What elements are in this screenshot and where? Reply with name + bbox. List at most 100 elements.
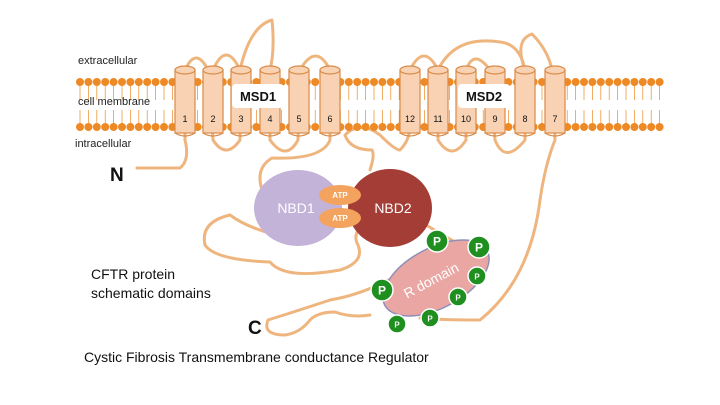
helix-number: 4 — [267, 114, 272, 124]
lipid-head — [538, 78, 546, 86]
helix: 8 — [514, 65, 536, 137]
nbd2-label: NBD2 — [374, 200, 412, 216]
helix: 2 — [202, 65, 224, 137]
lipid-head — [504, 78, 513, 86]
phosphate-site: P — [370, 278, 394, 302]
n-terminus-label: N — [110, 165, 124, 186]
lipid-head — [344, 123, 353, 131]
helix-number: 2 — [210, 114, 215, 124]
helix-top — [202, 65, 224, 75]
description-line1: CFTR protein — [91, 266, 175, 282]
helix-top — [288, 65, 310, 75]
lipid-head — [92, 123, 101, 131]
helix-number: 12 — [405, 114, 415, 124]
lipid-head — [361, 78, 370, 86]
lipid-head — [504, 123, 513, 131]
lipid-head — [588, 78, 597, 86]
helix: 5 — [288, 65, 310, 137]
lipid-head — [580, 123, 588, 131]
helix-bottom — [174, 132, 196, 137]
phosphate-label: P — [474, 273, 480, 282]
lipid-head — [386, 123, 395, 131]
msd1-label: MSD1 — [240, 89, 276, 104]
lipid-head — [655, 78, 664, 86]
lipid-head — [134, 123, 143, 131]
helix-top — [544, 65, 566, 75]
lipid-head — [252, 123, 261, 131]
lipid-head — [151, 123, 160, 131]
lipid-head — [571, 78, 580, 86]
lipid-head — [386, 78, 395, 86]
nbd2-domain — [348, 169, 432, 247]
lipid-head — [613, 78, 622, 86]
lipid-head — [151, 78, 160, 86]
lipid-head — [109, 78, 118, 86]
phosphate-circle — [387, 314, 407, 334]
lipid-head — [84, 78, 93, 86]
lipid-head — [370, 123, 378, 131]
helix-top — [514, 65, 536, 75]
lipid-head — [622, 78, 630, 86]
helix: 6 — [319, 65, 341, 137]
lipid-head — [630, 78, 639, 86]
lipid-head — [143, 78, 152, 86]
cell-membrane — [76, 78, 664, 131]
lipid-head — [126, 123, 135, 131]
helix-bottom — [427, 132, 449, 137]
helix-number: 8 — [522, 114, 527, 124]
lipid-head — [638, 123, 647, 131]
atp-upper — [319, 185, 361, 205]
lipid-head — [311, 78, 320, 86]
caption: Cystic Fibrosis Transmembrane conductanc… — [84, 349, 429, 365]
lipid-head — [168, 78, 177, 86]
lipid-head — [596, 78, 605, 86]
nbd1-domain — [254, 170, 342, 246]
lipid-head — [538, 123, 546, 131]
lipid-head — [168, 123, 177, 131]
helix-number: 1 — [182, 114, 187, 124]
phosphate-label: P — [475, 240, 483, 254]
lipid-head — [655, 123, 664, 131]
lipid-head — [311, 123, 320, 131]
lipid-head — [420, 78, 429, 86]
phosphate-circle — [467, 235, 491, 259]
phosphate-label: P — [433, 234, 441, 248]
helix-bottom — [259, 132, 281, 137]
helix-number: 7 — [552, 114, 557, 124]
helix-bottom — [288, 132, 310, 137]
c-terminus-label: C — [248, 318, 262, 339]
helix: 1 — [174, 65, 196, 137]
lipid-head — [630, 123, 639, 131]
chain-loop-top-msd2 — [436, 39, 527, 71]
lipid-head — [378, 78, 387, 86]
helix-number: 6 — [327, 114, 332, 124]
helix-number: 5 — [296, 114, 301, 124]
phosphate-label: P — [427, 315, 433, 324]
lipid-head — [588, 123, 597, 131]
intracellular-label: intracellular — [75, 138, 132, 150]
helix-top — [174, 65, 196, 75]
helix-bottom — [544, 132, 566, 137]
helix-top — [455, 65, 477, 75]
phosphate-site: P — [467, 235, 491, 259]
helix: 11 — [427, 65, 449, 137]
lipid-head — [84, 123, 93, 131]
lipid-head — [638, 78, 647, 86]
lipid-head — [622, 123, 630, 131]
lipid-head — [571, 123, 580, 131]
lipid-head — [109, 123, 118, 131]
atp-upper-label: ATP — [332, 191, 348, 200]
helix-number: 3 — [238, 114, 243, 124]
helix: 7 — [544, 65, 566, 137]
phosphate-site: P — [467, 266, 487, 286]
lipid-head — [160, 78, 168, 86]
helix-bottom — [484, 132, 506, 137]
lipid-head — [605, 78, 614, 86]
lipid-head — [160, 123, 168, 131]
lipid-head — [76, 123, 84, 131]
lipid-head — [353, 123, 362, 131]
helix-number: 9 — [492, 114, 497, 124]
lipid-head — [134, 78, 143, 86]
atp-lower-label: ATP — [332, 214, 348, 223]
membrane-label: cell membrane — [78, 96, 150, 108]
